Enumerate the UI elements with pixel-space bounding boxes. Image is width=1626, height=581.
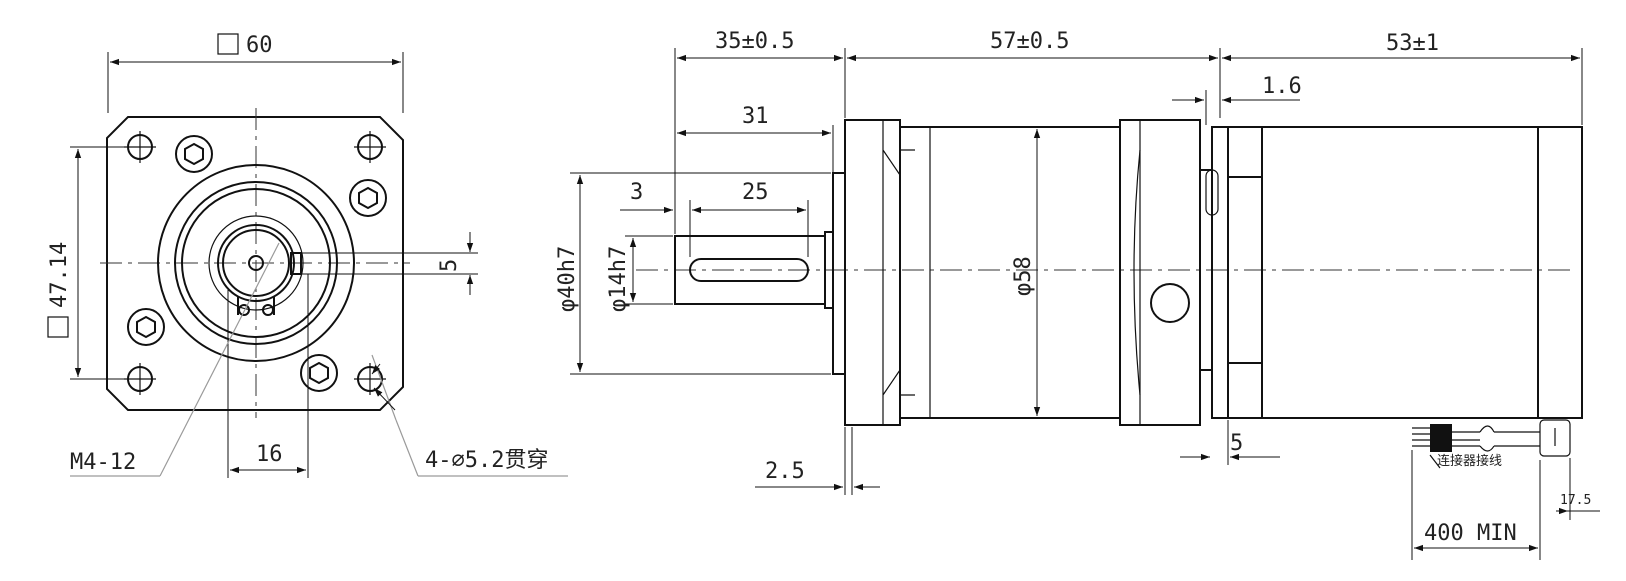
front-flange-outline	[106, 116, 404, 411]
dim-motor-length: 53±1	[1222, 31, 1583, 125]
side-motor-body	[1211, 126, 1583, 419]
front-circlip	[222, 229, 290, 297]
dim-shaft-diameter-label: φ14h7	[606, 246, 631, 312]
dim-gearbox-front-length: 35±0.5	[674, 29, 846, 234]
front-pilot-circle	[157, 164, 355, 362]
dim-keyway-width-label: 5	[437, 259, 462, 272]
side-shaft-key	[689, 258, 809, 282]
front-output-circle-outer	[174, 181, 338, 345]
dim-flange-width: 60	[107, 33, 404, 113]
tapped-hole-label: M4-12	[70, 450, 136, 475]
dim-gearbox-body-length: 57±0.5	[847, 29, 1221, 118]
front-keyway	[290, 252, 302, 275]
leader-through-holes: 4-⌀5.2贯穿	[371, 354, 568, 477]
dim-flange-thickness-label: 2.5	[765, 459, 805, 484]
front-output-circle-mid	[181, 188, 331, 338]
dim-keyway-width: 5	[302, 232, 478, 295]
dim-shaft-length-label: 31	[742, 104, 769, 129]
dim-key-length-label: 25	[742, 180, 769, 205]
dim-lead-length-label: 400 MIN	[1424, 521, 1517, 546]
front-circlip-opening	[237, 296, 275, 315]
dim-motor-step: 5	[1180, 420, 1280, 465]
dim-shaft-length: 31	[677, 104, 834, 230]
dim-flange-width-label: 60	[246, 33, 273, 58]
through-holes-label: 4-⌀5.2贯穿	[425, 448, 548, 473]
terminal-connector	[1539, 419, 1571, 457]
dim-lead-length: 400 MIN	[1411, 450, 1541, 560]
front-view: 60 47.14 5 16 M4-12	[47, 33, 568, 478]
front-circlip-lug-left	[238, 304, 250, 316]
dim-motor-length-label: 53±1	[1386, 31, 1439, 56]
front-socket-screws	[127, 135, 387, 392]
dim-connector-length-label: 17.5	[1560, 493, 1591, 508]
dim-connector-length: 17.5	[1556, 458, 1600, 520]
front-shaft-circle	[217, 224, 295, 302]
dim-shaft-offset: 16	[227, 274, 309, 478]
dim-body-diameter-label: φ58	[1011, 256, 1036, 296]
dim-flange-gap-label: 1.6	[1262, 74, 1302, 99]
dim-pilot-diameter: φ40h7	[555, 172, 831, 375]
dim-motor-step-label: 5	[1230, 431, 1243, 456]
dim-pilot-diameter-label: φ40h7	[555, 246, 580, 312]
leader-tapped-hole: M4-12	[70, 242, 280, 477]
front-center-hole	[248, 255, 264, 271]
side-gearbox-flange	[844, 119, 901, 426]
dim-body-diameter: φ58	[1011, 129, 1041, 416]
side-gearbox-rear-flange	[1119, 119, 1201, 426]
side-gearbox-body	[899, 126, 1121, 419]
dim-gearbox-front-length-label: 35±0.5	[715, 29, 794, 54]
dim-gearbox-body-length-label: 57±0.5	[990, 29, 1069, 54]
dim-bolt-spacing: 47.14	[47, 146, 126, 380]
side-view: 35±0.5 57±0.5 53±1 1.6 31	[555, 29, 1600, 560]
side-pilot-boss	[832, 172, 846, 375]
dim-shaft-shoulder-label: 3	[630, 180, 643, 205]
lead-wires: 连接器接线	[1412, 419, 1571, 469]
dim-bolt-spacing-label: 47.14	[47, 242, 72, 308]
side-flange-taper	[882, 120, 915, 425]
dim-shaft-diameter: φ14h7	[606, 235, 673, 312]
dim-flange-gap: 1.6	[1172, 74, 1302, 125]
dim-key-length: 3 25	[620, 180, 809, 257]
side-access-hole	[1150, 283, 1190, 323]
wire-connector-block	[1430, 424, 1452, 452]
front-circlip-lug-right	[262, 304, 274, 316]
connector-label: 连接器接线	[1437, 453, 1502, 469]
dim-shaft-offset-label: 16	[256, 442, 283, 467]
front-through-holes	[124, 131, 386, 395]
dim-flange-thickness: 2.5	[755, 427, 880, 495]
front-output-circle-inner	[208, 215, 304, 311]
